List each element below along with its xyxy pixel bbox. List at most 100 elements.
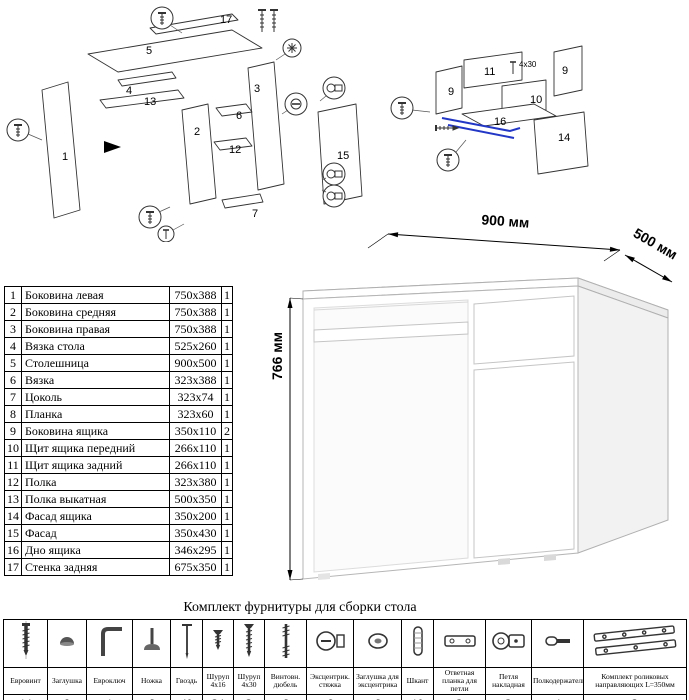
part-label-10: 10	[530, 94, 542, 106]
cam-callout-icon	[281, 92, 308, 116]
hardware-labels-row: Евровинт Заглушка Евроключ Ножка Гвоздь …	[3, 667, 687, 695]
cap-icon	[60, 637, 74, 646]
part-num: 5	[4, 354, 22, 372]
part-qty: 1	[221, 490, 233, 508]
part-num: 14	[4, 507, 22, 525]
phillips-callout-icon	[275, 38, 302, 61]
screw-size-note: 4x30	[519, 60, 537, 69]
screw-callout-icon	[157, 223, 185, 242]
part-size: 323x74	[169, 388, 222, 406]
part-qty: 1	[221, 405, 233, 423]
hardware-item-label: Эксцентрик. стяжка	[306, 667, 354, 695]
nail-icon	[181, 624, 192, 659]
part-num: 10	[4, 439, 22, 457]
part-name: Боковина ящика	[21, 422, 170, 440]
panel-drawer-bottom	[461, 103, 557, 127]
part-name: Планка	[21, 405, 170, 423]
hardware-qty-row: 14 8 1 6 40 24 2 6 6 6 10 2 2 4 2	[3, 694, 687, 700]
part-num: 16	[4, 541, 22, 559]
desk-panels	[41, 13, 363, 219]
exploded-view-desk: 17 5 4 13 1 2 3 6 12 7 15	[6, 6, 363, 242]
part-name: Стенка задняя	[21, 558, 170, 576]
panel-right-side	[247, 61, 285, 191]
part-label-6: 6	[236, 110, 242, 122]
hardware-item-label: Винтовн. дюбель	[264, 667, 307, 695]
part-num: 1	[4, 286, 22, 304]
part-qty: 1	[221, 337, 233, 355]
part-qty: 1	[221, 541, 233, 559]
part-num: 12	[4, 473, 22, 491]
screw-callout-icon	[150, 6, 183, 34]
drawer-panels	[435, 45, 589, 175]
part-label-15: 15	[337, 150, 349, 162]
part-size: 266x110	[169, 439, 222, 457]
part-qty: 1	[221, 507, 233, 525]
part-name: Цоколь	[21, 388, 170, 406]
part-label-2: 2	[194, 126, 200, 138]
direction-arrow-icon	[104, 141, 121, 153]
hardware-item-qty: 24	[202, 694, 234, 700]
part-size: 525x260	[169, 337, 222, 355]
part-label-11: 11	[484, 66, 495, 78]
hardware-item-label: Гвоздь	[170, 667, 203, 695]
hinge-callout-icon	[319, 76, 346, 102]
hardware-item-qty: 2	[233, 694, 265, 700]
hardware-item-label: Евроключ	[86, 667, 133, 695]
part-name: Вязка	[21, 371, 170, 389]
part-name: Боковина средняя	[21, 303, 170, 321]
hardware-item-qty: 40	[170, 694, 203, 700]
part-label-5: 5	[146, 45, 152, 57]
hardware-icons-row	[3, 619, 687, 668]
hardware-item-label: Шуруп 4x16	[202, 667, 234, 695]
part-qty: 1	[221, 456, 233, 474]
screw-callout-icon	[6, 118, 43, 142]
hardware-item-label: Ножка	[132, 667, 171, 695]
part-num: 15	[4, 524, 22, 542]
panel-drawer-side-left	[435, 65, 463, 115]
part-label-9: 9	[448, 86, 454, 98]
drawer-slides-icon	[593, 625, 677, 656]
part-size: 323x380	[169, 473, 222, 491]
part-size: 350x110	[169, 422, 222, 440]
shelf-pin-icon	[544, 636, 570, 646]
part-qty: 1	[221, 303, 233, 321]
hinge-plate-icon	[443, 635, 476, 647]
part-name: Вязка стола	[21, 337, 170, 355]
part-label-17: 17	[220, 14, 232, 26]
hardware-item-qty: 4	[531, 694, 584, 700]
part-size: 750x388	[169, 303, 222, 321]
hardware-item-qty: 14	[3, 694, 48, 700]
hardware-title: Комплект фурнитуры для сборки стола	[183, 600, 417, 615]
drawer-slide-highlight	[441, 117, 521, 133]
screw-callout-icon	[390, 96, 431, 120]
part-num: 11	[4, 456, 22, 474]
hex-key-icon	[100, 627, 122, 656]
panel-drawer-side-right	[553, 45, 583, 97]
hardware-callouts	[6, 6, 346, 242]
hardware-item-qty: 6	[306, 694, 354, 700]
panel-left-side	[41, 81, 81, 219]
part-size: 500x350	[169, 490, 222, 508]
part-qty: 1	[221, 558, 233, 576]
part-name: Щит ящика передний	[21, 439, 170, 457]
part-num: 17	[4, 558, 22, 576]
hardware-item-qty: 2	[583, 694, 687, 700]
cam-lock-icon	[316, 631, 345, 651]
door-front	[473, 361, 575, 559]
part-size: 346x295	[169, 541, 222, 559]
part-size: 750x388	[169, 320, 222, 338]
part-label-9b: 9	[562, 65, 568, 77]
part-qty: 2	[221, 422, 233, 440]
dimension-height: 766 мм	[269, 297, 304, 581]
wood-dowel-icon	[412, 626, 423, 656]
dim-width-label: 900 мм	[481, 211, 530, 230]
